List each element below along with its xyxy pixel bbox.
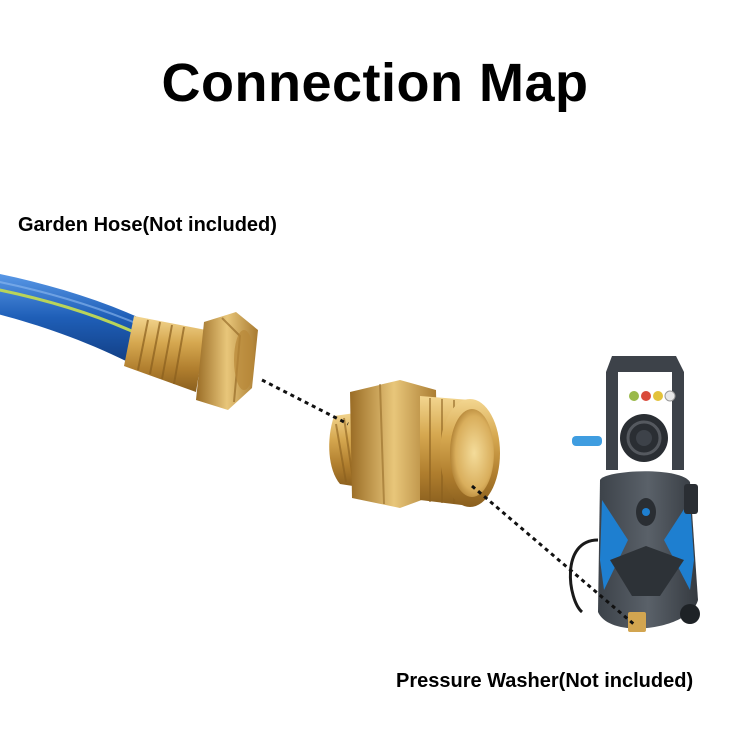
hose-to-adapter-line xyxy=(261,378,349,426)
garden-hose-label: Garden Hose(Not included) xyxy=(18,214,277,236)
adapter-to-washer-line xyxy=(471,484,637,628)
page-title: Connection Map xyxy=(161,53,589,113)
garden-hose xyxy=(0,274,258,410)
pressure-washer-label: Pressure Washer(Not included) xyxy=(396,670,694,692)
pressure-washer xyxy=(568,356,700,632)
brass-adapter xyxy=(329,380,500,508)
connection-lines xyxy=(261,378,637,628)
